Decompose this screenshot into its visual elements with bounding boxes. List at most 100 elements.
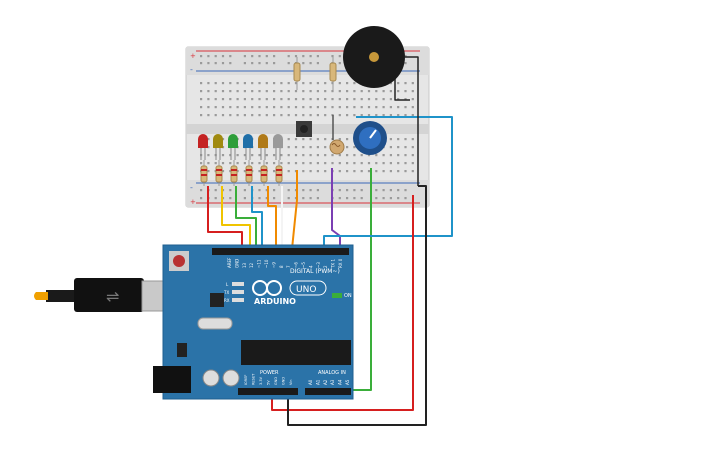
wire-red-led — [207, 186, 243, 249]
analog-header[interactable] — [305, 388, 351, 395]
digital-pin-label: 4 — [308, 265, 313, 268]
digital-header[interactable] — [212, 248, 349, 255]
analog-label: ANALOG IN — [318, 370, 346, 376]
resistor[interactable] — [230, 160, 238, 186]
resistor[interactable] — [200, 160, 208, 186]
digital-pin-label: 12 — [249, 262, 254, 268]
power-pin-label: 3.3V — [259, 376, 263, 385]
digital-pin-label: ~5 — [301, 262, 306, 268]
wire-green-led — [235, 186, 257, 249]
resistor[interactable] — [293, 62, 301, 82]
led[interactable] — [228, 134, 238, 160]
digital-pin-label: 8 — [279, 265, 284, 268]
analog-pin-label: A2 — [323, 379, 328, 385]
digital-pin-label: ~3 — [316, 262, 321, 268]
rail-minus-label-bottom: - — [190, 183, 193, 192]
analog-pin-label: A0 — [308, 379, 313, 385]
photoresistor[interactable] — [329, 139, 345, 155]
led-array[interactable] — [198, 134, 283, 160]
usb-icon: ⇌ — [106, 287, 119, 306]
wire-black-buzzer — [405, 56, 419, 186]
resistor[interactable] — [260, 160, 268, 186]
wire-yellow-led — [221, 186, 251, 249]
wire-blue-led — [251, 186, 263, 249]
digital-pin-label: ~10 — [264, 259, 269, 268]
on-label: ON — [344, 293, 352, 299]
led[interactable] — [213, 134, 223, 160]
resistor[interactable] — [215, 160, 223, 186]
usb-chip — [210, 293, 224, 307]
arduino-uno[interactable]: ⇌ ARDUINO UNO DIGITAL (PWM~) POWER ANALO… — [34, 244, 354, 400]
analog-pin-label: A5 — [345, 379, 350, 385]
wire-black-buzzer-2 — [394, 70, 410, 101]
digital-pin-label: TX 1 — [331, 259, 336, 269]
power-pin-label: GND — [282, 377, 286, 385]
analog-pin-label: A1 — [315, 379, 320, 385]
resistor[interactable] — [275, 160, 283, 186]
rx-label: RX — [224, 298, 230, 303]
wire-red-5v — [271, 195, 414, 411]
digital-pin-label: 7 — [286, 265, 291, 268]
wire-orange-led — [267, 186, 277, 249]
analog-pin-label: A3 — [330, 379, 335, 385]
power-jack — [153, 366, 191, 393]
top-resistors[interactable] — [293, 57, 337, 90]
rail-plus-label: + — [190, 52, 196, 60]
digital-label: DIGITAL (PWM~) — [290, 268, 340, 275]
led[interactable] — [243, 134, 253, 160]
usb-cable — [46, 290, 76, 302]
power-header[interactable] — [238, 388, 298, 395]
power-pin-label: GND — [274, 377, 278, 385]
rail-plus-label-bottom: + — [190, 198, 196, 206]
capacitor — [222, 369, 240, 387]
led[interactable] — [258, 134, 268, 160]
digital-pin-label: ~9 — [271, 262, 276, 268]
wire-green-pot — [352, 168, 372, 391]
atmega-chip — [241, 340, 351, 365]
uno-label: UNO — [296, 285, 316, 295]
crystal — [197, 317, 233, 330]
arduino-logo-icon-2 — [266, 280, 282, 296]
power-pin-label: 5V — [267, 380, 271, 385]
reset-button-cap[interactable] — [173, 255, 185, 267]
power-pin-label: Vin — [289, 379, 293, 385]
piezo-buzzer[interactable] — [343, 26, 405, 88]
capacitor — [202, 369, 220, 387]
power-pin-label: RESET — [252, 373, 256, 385]
usb-plug — [74, 278, 144, 312]
wire-orange-button — [291, 170, 298, 250]
rail-minus-label: - — [190, 65, 193, 74]
usb-cable-tip — [34, 292, 48, 300]
wire-blue-buzzer — [323, 116, 453, 249]
led[interactable] — [198, 134, 208, 160]
led-rx — [232, 298, 244, 302]
led-on — [332, 293, 342, 298]
led-tx — [232, 290, 244, 294]
arduino-brand: ARDUINO — [254, 297, 296, 306]
led-resistors[interactable] — [200, 160, 283, 186]
analog-pin-label: A4 — [338, 379, 343, 385]
digital-pin-label: AREF — [227, 257, 232, 268]
digital-pin-label: ~6 — [294, 262, 299, 268]
potentiometer[interactable] — [353, 121, 387, 155]
led[interactable] — [273, 134, 283, 160]
power-label: POWER — [260, 370, 279, 376]
resistor[interactable] — [245, 160, 253, 186]
digital-pin-label: 13 — [242, 262, 247, 268]
led-l — [232, 282, 244, 286]
digital-pin-label: ~11 — [257, 259, 262, 268]
pushbutton[interactable] — [296, 115, 334, 140]
digital-pin-label: RX 0 — [338, 258, 343, 268]
uno-badge — [289, 280, 327, 296]
wires[interactable] — [207, 56, 453, 426]
regulator — [177, 343, 187, 357]
digital-pin-label: GND — [234, 259, 239, 268]
power-pin-label: IOREF — [244, 375, 248, 385]
tx-label: TX — [223, 290, 229, 295]
digital-pin-label: 2 — [323, 265, 328, 268]
resistor[interactable] — [329, 62, 337, 82]
l-label: L — [226, 282, 229, 287]
